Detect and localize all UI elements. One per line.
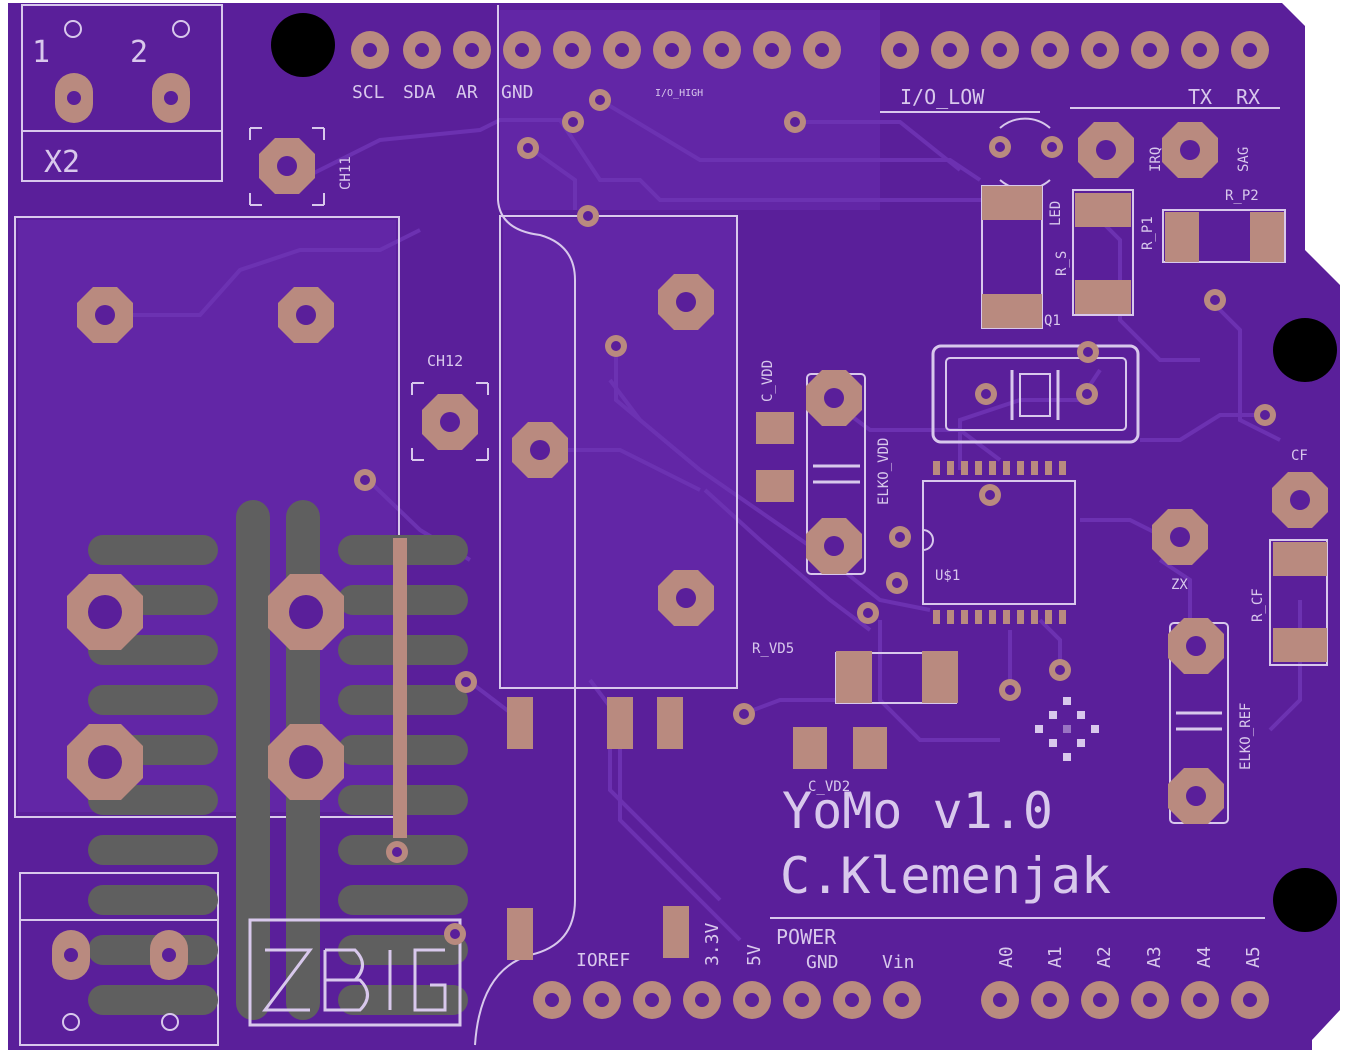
elko-ref-label: ELKO_REF: [1238, 703, 1254, 770]
a4-label: A4: [1194, 946, 1215, 968]
pin2-label: 2: [130, 35, 148, 70]
ch11-label: CH11: [338, 156, 354, 190]
r-p2-label: R_P2: [1225, 188, 1259, 204]
power-label: POWER: [776, 925, 837, 949]
r-cf-label: R_CF: [1250, 588, 1266, 622]
ch12-label: CH12: [427, 352, 463, 370]
a0-label: A0: [996, 946, 1017, 968]
v5-label: 5V: [744, 944, 765, 966]
v33-label: 3.3V: [702, 922, 723, 966]
sag-label: SAG: [1236, 147, 1252, 172]
a2-label: A2: [1094, 946, 1115, 968]
elko-vdd-label: ELKO_VDD: [876, 438, 892, 505]
x2-label: X2: [44, 145, 80, 180]
mounting-hole: [271, 13, 335, 77]
terminal-x1-pads: [52, 930, 188, 1031]
board-author: C.Klemenjak: [780, 847, 1111, 905]
irq-label: IRQ: [1148, 147, 1164, 172]
a3-label: A3: [1144, 946, 1165, 968]
ar-label: AR: [456, 82, 478, 103]
sda-label: SDA: [403, 82, 436, 103]
a1-label: A1: [1045, 946, 1066, 968]
mounting-hole: [1273, 868, 1337, 932]
ic-u1-pins: [933, 461, 1066, 624]
mounting-hole: [1273, 318, 1337, 382]
mounting-holes: [271, 13, 1337, 932]
cf-label: CF: [1291, 448, 1308, 464]
zbig-logo: [248, 918, 462, 1027]
c-vd2-label: C_VD2: [808, 779, 850, 795]
terminal-x2-pads: [55, 20, 190, 123]
tx-label: TX: [1188, 85, 1212, 109]
vin-label: Vin: [882, 952, 915, 973]
scl-label: SCL: [352, 82, 385, 103]
r-vd5-label: R_VD5: [752, 641, 794, 657]
gnd-bottom-label: GND: [806, 952, 839, 973]
fiducial-pattern: [1035, 697, 1099, 761]
c-vdd-label: C_VDD: [760, 360, 776, 402]
io-high-label: I/O_HIGH: [655, 88, 703, 99]
ioref-label: IOREF: [576, 950, 630, 971]
zx-label: ZX: [1171, 577, 1188, 593]
r-p1-label: R_P1: [1140, 216, 1156, 250]
led-label: LED: [1048, 201, 1064, 226]
io-low-label: I/O_LOW: [900, 85, 985, 109]
u1-label: U$1: [935, 568, 960, 584]
board-title: YoMo v1.0: [782, 782, 1053, 840]
r-s-label: R_S: [1054, 251, 1070, 276]
rx-label: RX: [1236, 85, 1260, 109]
q1-label: Q1: [1044, 313, 1061, 329]
smd-pads: [393, 186, 1327, 960]
a5-label: A5: [1243, 946, 1264, 968]
pin1-label: 1: [32, 35, 50, 70]
gnd-top-label: GND: [501, 82, 534, 103]
